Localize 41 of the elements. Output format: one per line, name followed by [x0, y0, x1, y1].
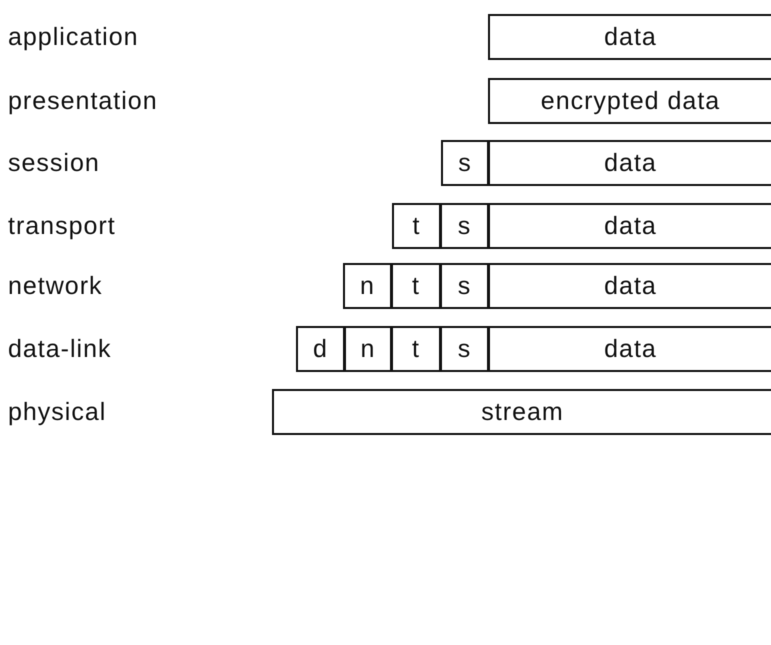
layer-name: network [8, 271, 103, 301]
field-text: data [604, 272, 657, 300]
layer-name: physical [8, 397, 106, 427]
field-text: t [412, 272, 420, 300]
field-text: t [412, 334, 420, 364]
field-text: n [360, 334, 376, 364]
field-text: s [458, 334, 472, 364]
header-field [441, 140, 489, 186]
field-text: t [412, 212, 420, 240]
header-field [440, 263, 489, 309]
payload-field [488, 326, 771, 372]
field-text: s [458, 148, 472, 178]
payload-field [488, 140, 771, 186]
payload-field [488, 14, 771, 60]
header-field [343, 263, 392, 309]
header-field [440, 326, 489, 372]
field-text: encrypted data [540, 86, 720, 116]
header-field [440, 203, 489, 249]
field-text: stream [481, 398, 564, 426]
header-field [296, 326, 345, 372]
header-field [391, 263, 441, 309]
header-field [391, 326, 441, 372]
payload-field [488, 78, 771, 124]
field-text: s [458, 272, 472, 300]
header-field [392, 203, 441, 249]
layer-name: presentation [8, 86, 158, 116]
payload-field [272, 389, 771, 435]
field-text: s [458, 212, 472, 240]
field-text: data [604, 334, 657, 364]
field-text: data [604, 22, 657, 52]
header-field [344, 326, 392, 372]
payload-field [488, 203, 771, 249]
payload-field [488, 263, 771, 309]
layer-name: application [8, 22, 139, 52]
layer-name: session [8, 148, 100, 178]
layer-name: data-link [8, 334, 112, 364]
field-text: data [604, 148, 657, 178]
field-text: data [604, 212, 657, 240]
field-text: n [360, 272, 375, 300]
layer-name: transport [8, 211, 116, 241]
field-text: d [313, 334, 328, 364]
